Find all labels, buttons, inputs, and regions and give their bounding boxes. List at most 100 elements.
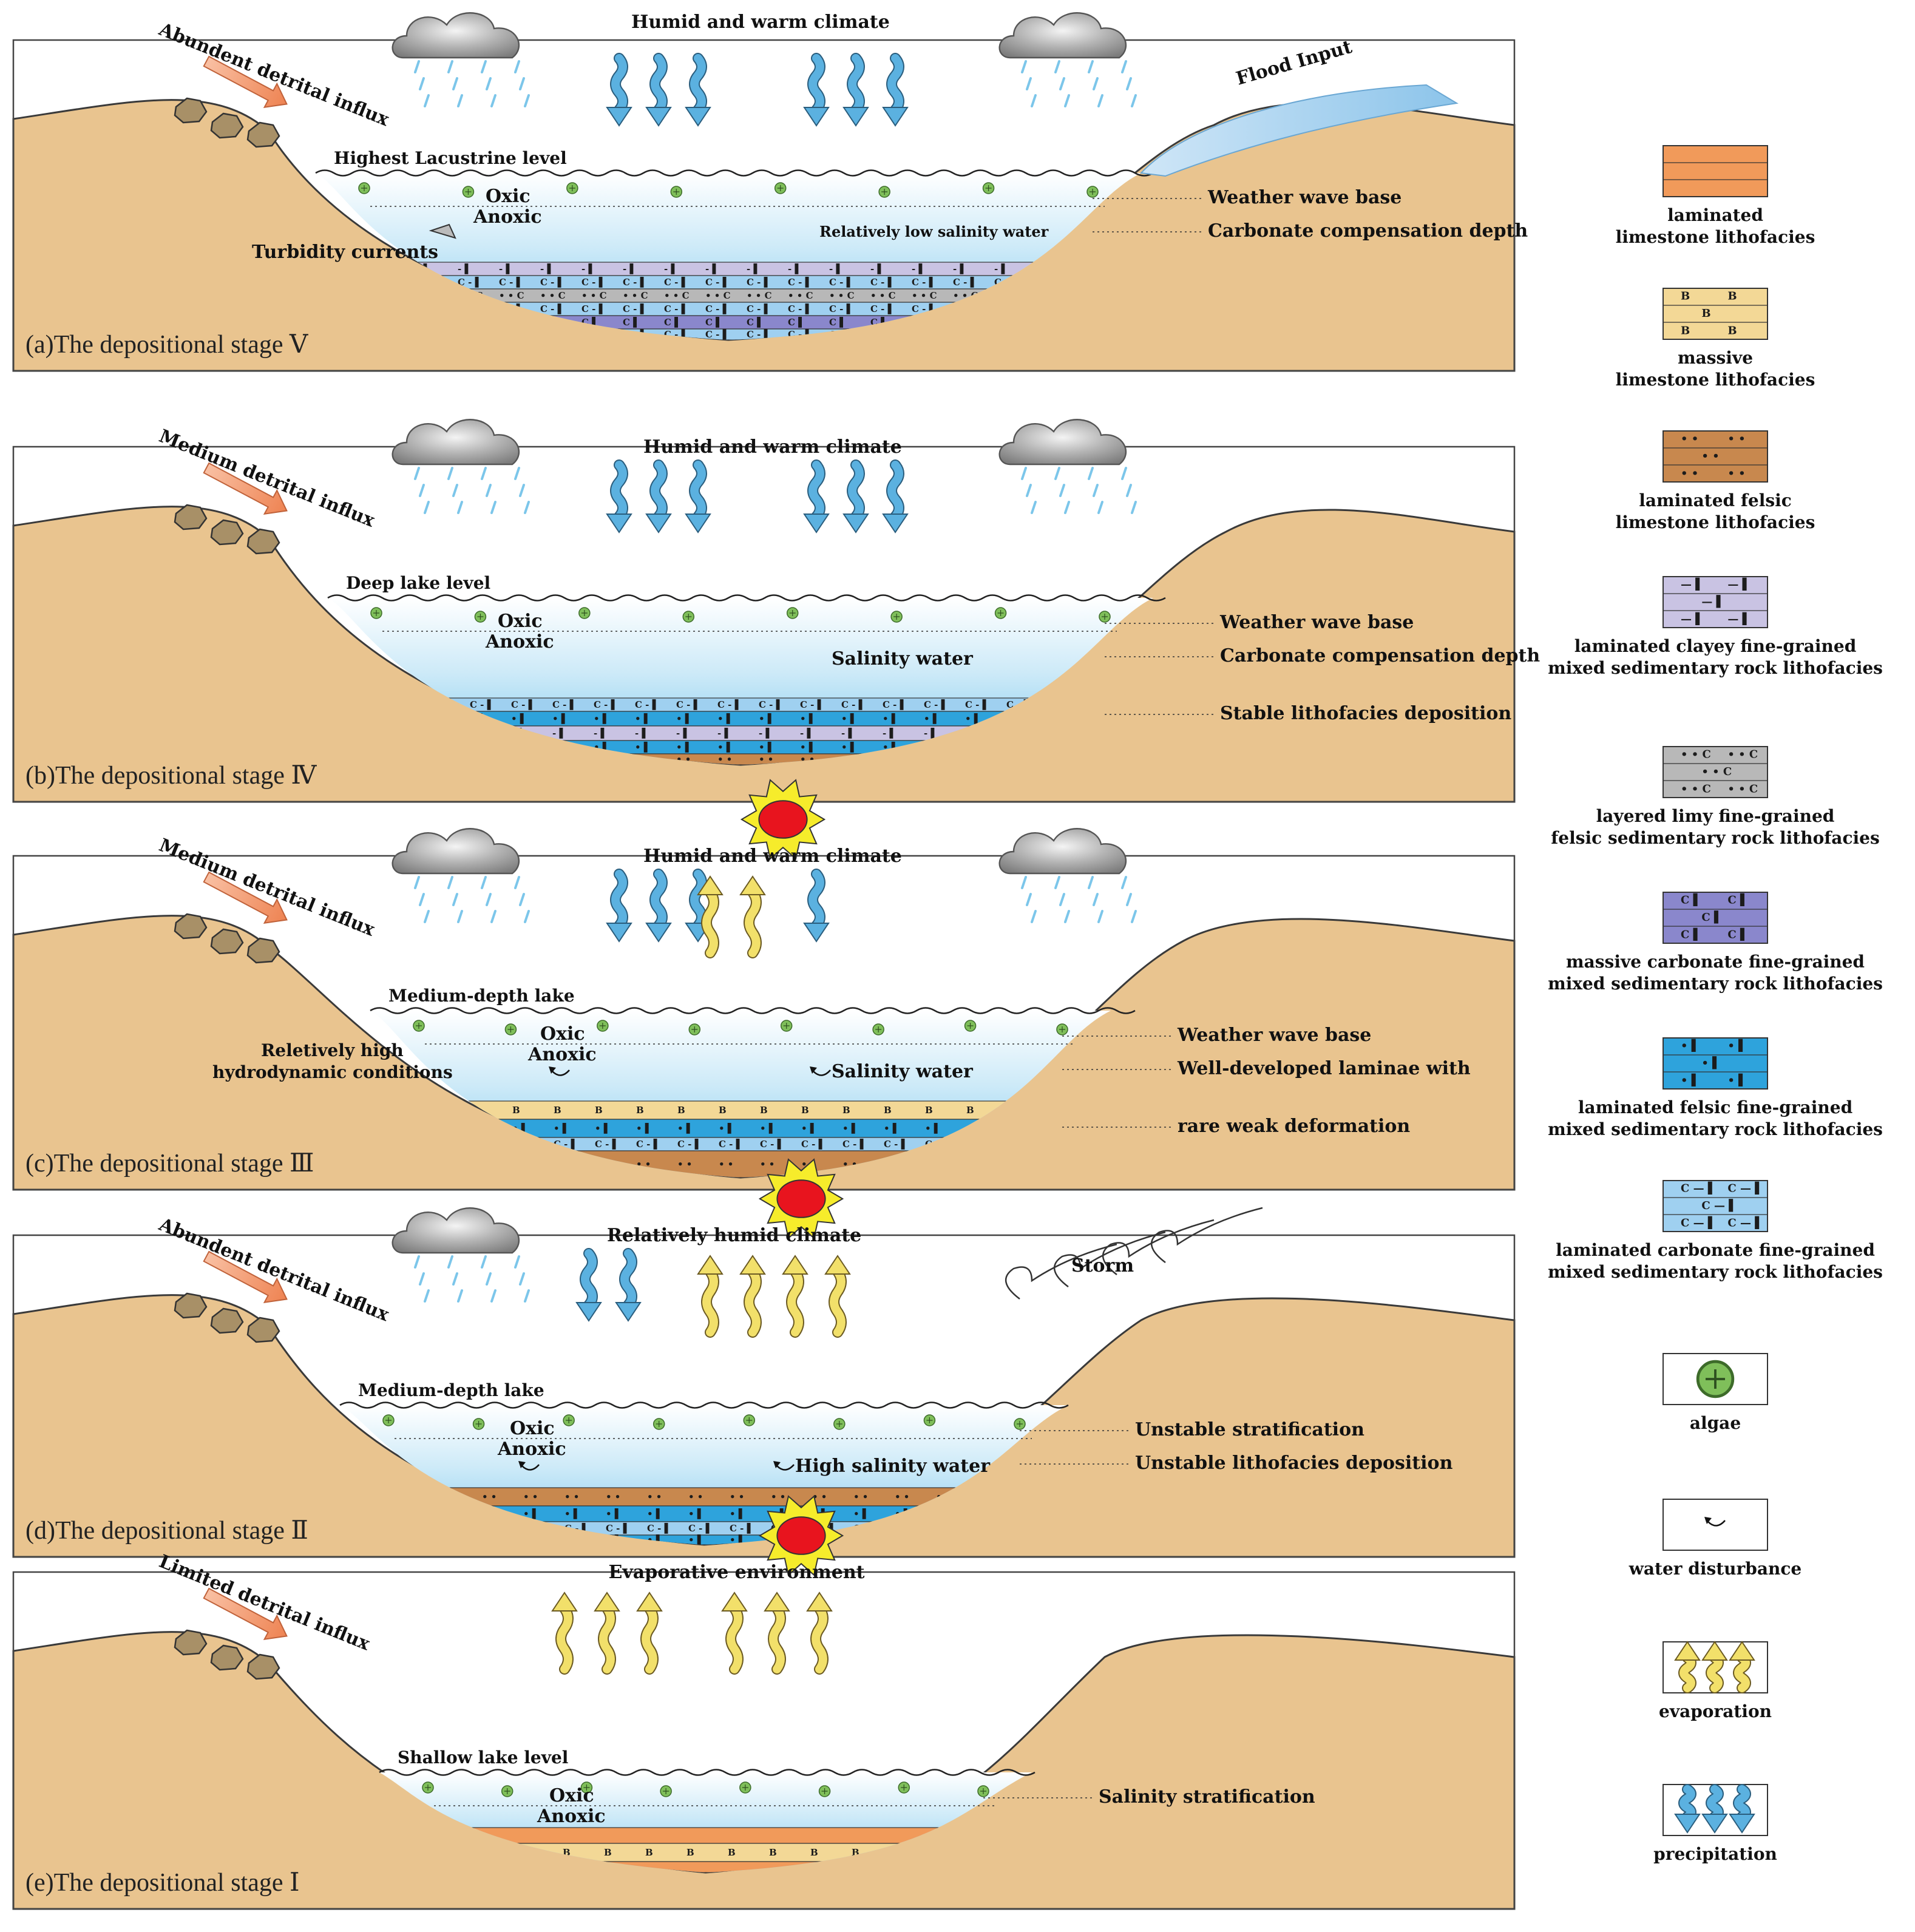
lake-level-label: Medium-depth lake [358,1380,544,1400]
svg-text:• ▌: • ▌ [688,1534,704,1545]
algae-icon [660,1785,672,1797]
svg-text:• ▌: • ▌ [717,713,733,724]
annotation-label: Weather wave base [1207,187,1402,208]
algae-icon [977,1785,989,1797]
rain-icon [414,467,530,514]
svg-text:• • C: • • C [499,290,524,301]
svg-text:• •: • • [647,1491,662,1502]
legend-symbol: • • C [1727,783,1758,796]
legend-symbol: • • [1681,432,1698,445]
svg-text:C - ▌: C - ▌ [499,276,523,288]
anoxic-label: Anoxic [473,206,542,228]
sun-icon [740,779,826,860]
legend-swatch [1662,145,1768,197]
svg-text:• •: • • [730,1491,744,1502]
svg-text:• ▌: • ▌ [759,741,774,753]
sun-icon [758,1495,844,1576]
water-disturbance-icon [518,1461,540,1471]
legend-symbol: • ▌ [1701,1056,1721,1069]
turbidity-currents-label: Turbidity currents [252,242,438,263]
svg-text:• • C: • • C [829,290,855,301]
detrital-rock-icon [174,1629,280,1680]
svg-text:• ▌: • ▌ [841,713,857,724]
algae-icon [358,182,370,194]
svg-text:• •: • • [760,1159,774,1170]
svg-text:• ▌: • ▌ [635,741,651,753]
svg-text:C - ▌: C - ▌ [594,699,618,710]
svg-text:• • C: • • C [870,290,896,301]
svg-text:- ▌: - ▌ [540,263,554,274]
evaporation-arrow-icon [782,1255,808,1338]
svg-text:B: B [884,1105,892,1116]
svg-text:• •: • • [719,1159,733,1170]
svg-text:• • C: • • C [540,290,566,301]
svg-text:• ▌: • ▌ [965,713,981,724]
evaporation-icon [1701,1641,1728,1693]
svg-text:• •: • • [482,1491,497,1502]
stage-title: (e)The depositional stage Ⅰ [25,1869,300,1897]
svg-text:• ▌: • ▌ [564,1508,580,1519]
svg-text:• ▌: • ▌ [801,1122,817,1134]
annotation-label: Weather wave base [1219,612,1414,633]
svg-text:C ▌: C ▌ [788,316,805,328]
svg-text:- ▌: - ▌ [747,263,761,274]
evaporation-arrow-icon [739,875,766,958]
annotation-label: Carbonate compensation depth [1220,645,1540,666]
annotation-label: Stable lithofacies deposition [1220,703,1511,724]
svg-text:C - ▌: C - ▌ [511,699,535,710]
svg-text:C - ▌: C - ▌ [759,699,783,710]
salinity-water-label: Relatively low salinity water [819,223,1049,240]
evaporation-arrow-icon [697,875,724,958]
evaporation-arrow-icon [697,1255,724,1338]
svg-text:C - ▌: C - ▌ [540,303,564,314]
algae-icon [370,607,382,619]
algae-icon [982,182,995,194]
legend-symbol: C — ▌ [1681,1216,1717,1230]
precipitation-arrow-icon [606,869,632,943]
svg-text:• • C: • • C [664,290,690,301]
svg-text:- ▌: - ▌ [800,727,814,739]
oxic-label: Oxic [486,186,530,207]
svg-text:• ▌: • ▌ [606,1508,622,1519]
algae-icon [890,611,903,623]
legend-item-lam_felsic_lime: • •• •• •• •• •laminated felsiclimestone… [1616,430,1815,532]
hydrodynamic-label: Reletively high [261,1040,404,1060]
lake-surface-wave [379,1769,1035,1776]
anoxic-label: Anoxic [527,1044,597,1065]
algae-icon [1086,186,1099,198]
svg-text:C - ▌: C - ▌ [552,699,577,710]
svg-text:- ▌: - ▌ [829,263,843,274]
legend-label: laminated carbonate fine-grained [1556,1240,1875,1260]
legend-label: felsic sedimentary rock lithofacies [1551,828,1879,848]
climate-label: Humid and warm climate [643,436,902,458]
algae-icon [563,1414,575,1426]
anoxic-label: Anoxic [497,1439,566,1460]
svg-text:C - ▌: C - ▌ [677,1138,702,1150]
water-disturbance-icon [810,1066,831,1076]
svg-text:C - ▌: C - ▌ [842,1138,867,1150]
rain-icon [414,60,530,107]
algae-icon [1099,611,1111,623]
legend-label: mixed sedimentary rock lithofacies [1548,658,1883,678]
precipitation-arrow-icon [685,459,711,534]
svg-text:- ▌: - ▌ [717,727,731,739]
legend-swatch [1662,1180,1768,1232]
lake-surface-wave [370,1007,1136,1014]
svg-text:C - ▌: C - ▌ [730,1522,754,1534]
legend-symbol: C ▌ [1727,928,1748,941]
legend-symbol: • • [1681,467,1698,480]
salinity-water-label: High salinity water [795,1456,991,1477]
legend-symbol: C — ▌ [1727,1181,1763,1195]
legend-symbol: • ▌ [1727,1074,1747,1087]
svg-text:• •: • • [771,1491,785,1502]
algae-icon [923,1414,936,1426]
algae-icon [566,182,578,194]
legend-label: limestone lithofacies [1616,512,1815,532]
svg-text:- ▌: - ▌ [676,727,690,739]
legend-label: massive carbonate fine-grained [1566,952,1865,972]
legend-symbol: B [1727,290,1737,302]
svg-text:• ▌: • ▌ [677,1122,693,1134]
